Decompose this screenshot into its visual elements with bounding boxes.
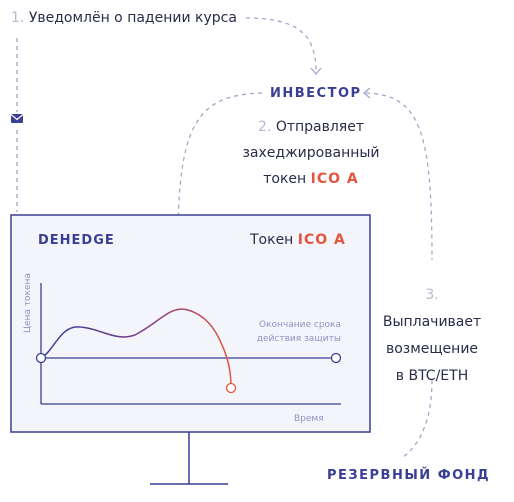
- step3-number: 3.: [425, 287, 439, 303]
- chart-annotation-line1: Окончание срока: [259, 320, 341, 330]
- step2-line2: захеджированный: [242, 145, 380, 161]
- start-point: [35, 352, 47, 364]
- chart-x-label: Время: [294, 414, 324, 424]
- mail-icon: [10, 114, 24, 123]
- price-curve: [40, 308, 232, 388]
- step2-line1-text: Отправляет: [275, 119, 364, 135]
- protection-end-point: [330, 352, 342, 364]
- reserve-fund-label: РЕЗЕРВНЫЙ ФОНД: [327, 468, 491, 483]
- step2-number: 2.: [258, 119, 272, 135]
- monitor-token-label: Токен ICO A: [250, 232, 346, 248]
- monitor-screen: [10, 214, 371, 433]
- monitor-brand: DEHEDGE: [38, 233, 115, 248]
- monitor-token-prefix: Токен: [250, 232, 294, 248]
- chart-annotation-line2: действия защиты: [256, 334, 341, 344]
- step2-line1: 2. Отправляет: [226, 114, 396, 140]
- step2-token: ICO A: [310, 171, 359, 187]
- arrow-reserve-to-investor-upper: [365, 92, 433, 261]
- arrow-step1-to-investor: [245, 17, 317, 73]
- step2-token-prefix: токен: [263, 171, 307, 187]
- step2-line3: токен ICO A: [226, 166, 396, 192]
- step3-line3: в BTC/ETH: [395, 368, 469, 384]
- drop-point: [225, 382, 237, 394]
- step1-text: Уведомлён о падении курса: [28, 10, 237, 26]
- arrowhead-investor-top: [310, 67, 322, 76]
- arrow-reserve-to-investor-lower: [401, 379, 433, 459]
- step1-label: 1. Уведомлён о падении курса: [11, 10, 237, 26]
- step3-line1: Выплачивает: [382, 314, 482, 330]
- step1-number: 1.: [11, 10, 25, 26]
- chart-y-label: Цена токена: [23, 273, 33, 333]
- chart-annotation: Окончание срока действия защиты: [238, 318, 341, 346]
- step3-label: 3. Выплачивает возмещение в BTC/ETH: [372, 282, 492, 390]
- step3-line2: возмещение: [385, 341, 479, 357]
- monitor-token: ICO A: [297, 232, 346, 248]
- arrowhead-investor-right: [362, 87, 371, 99]
- step2-label: 2. Отправляет захеджированный токен ICO …: [226, 114, 396, 192]
- investor-label: ИНВЕСТОР: [270, 86, 362, 101]
- arrow-investor-to-monitor: [177, 92, 263, 241]
